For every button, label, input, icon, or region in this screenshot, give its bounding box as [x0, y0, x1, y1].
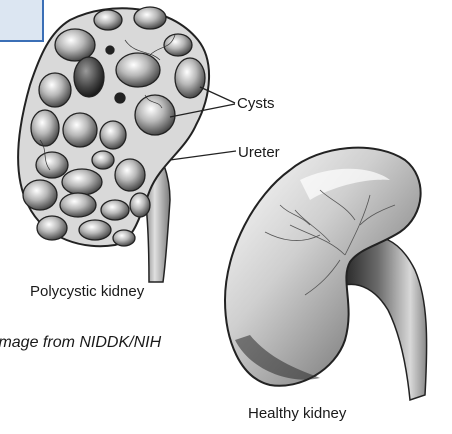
polycystic-caption: Polycystic kidney — [30, 283, 144, 300]
image-credit: Image from NIDDK/NIH — [0, 334, 161, 352]
ureter-label: Ureter — [238, 144, 280, 161]
healthy-ureter — [345, 236, 427, 400]
healthy-kidney — [225, 148, 427, 400]
healthy-caption: Healthy kidney — [248, 405, 346, 422]
cysts-label: Cysts — [237, 95, 275, 112]
polycystic-kidney — [18, 7, 209, 282]
